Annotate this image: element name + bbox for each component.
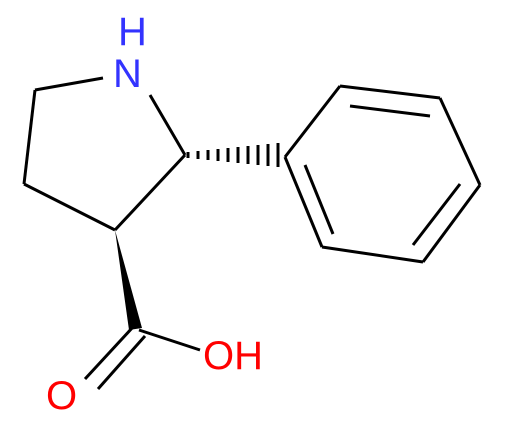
phenyl-ring bbox=[283, 84, 482, 264]
nitrogen-label: N bbox=[113, 52, 142, 96]
hashed-wedge-bond bbox=[186, 143, 280, 167]
bond-c2-n bbox=[148, 94, 187, 156]
bond-ch2-ch2 bbox=[22, 89, 37, 185]
solid-wedge-bond bbox=[115, 230, 142, 330]
carbonyl-oxygen-label: O bbox=[46, 374, 77, 418]
bond-c-oh bbox=[138, 328, 201, 352]
bond-c3-c2 bbox=[113, 153, 187, 232]
bond-c-o-double-2 bbox=[96, 335, 147, 390]
bond-n-ch2 bbox=[34, 76, 104, 92]
bond-c-o-double-1 bbox=[83, 325, 135, 381]
hydrogen-label: H bbox=[118, 10, 147, 54]
hydroxyl-label: OH bbox=[203, 334, 263, 378]
bond-ch2-c3 bbox=[23, 182, 116, 232]
